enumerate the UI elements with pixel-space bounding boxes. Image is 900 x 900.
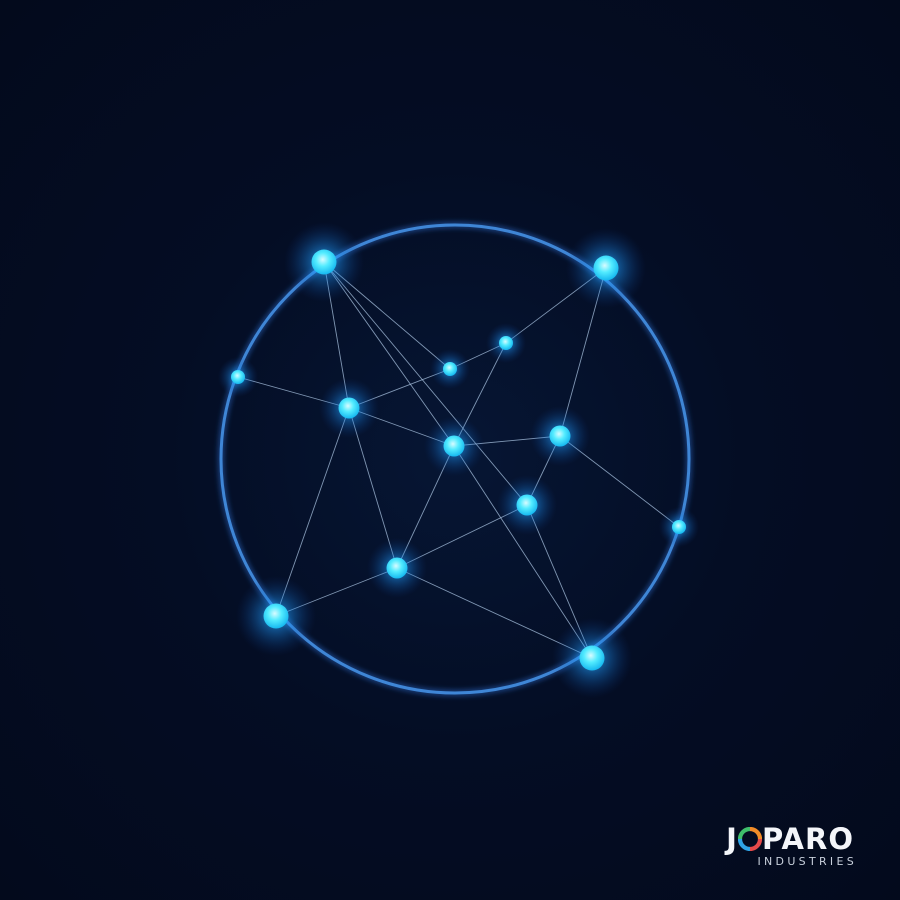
node-dot <box>593 255 619 281</box>
node-dot <box>549 425 571 447</box>
graph-node <box>552 618 632 698</box>
graph-node <box>497 475 557 535</box>
node-dot <box>499 336 513 350</box>
graph-node <box>319 378 379 438</box>
logo-wordmark: J PARO <box>726 824 854 854</box>
logo-o-ring-icon <box>737 826 763 852</box>
node-dot <box>579 645 605 671</box>
outer-ring <box>219 223 691 695</box>
graph-node <box>659 507 699 547</box>
graph-node <box>236 576 316 656</box>
node-dot <box>443 435 465 457</box>
logo-letter-a: A <box>781 822 805 856</box>
logo-letter-p: P <box>761 822 782 856</box>
graph-node <box>218 357 258 397</box>
logo-subtitle: INDUSTRIES <box>757 855 857 868</box>
node-dot <box>231 370 245 384</box>
node-dot <box>672 520 686 534</box>
node-dot <box>516 494 538 516</box>
logo-letter-j: J <box>726 822 738 856</box>
graph-node <box>486 323 526 363</box>
node-dot <box>263 603 289 629</box>
graph-node <box>566 228 646 308</box>
node-dot <box>311 249 337 275</box>
graph-node <box>430 349 470 389</box>
graph-node <box>530 406 590 466</box>
graph-node <box>367 538 427 598</box>
graph-edge <box>323 261 528 506</box>
joparo-logo: J PARO INDUSTRIES <box>726 824 854 868</box>
logo-letter-o-multicolor <box>737 822 763 856</box>
graph-node <box>284 222 364 302</box>
logo-letter-o: O <box>828 822 854 856</box>
logo-letter-r: R <box>805 822 829 856</box>
node-dot <box>386 557 408 579</box>
graph-edge <box>453 445 593 659</box>
graph-node <box>424 416 484 476</box>
node-dot <box>443 362 457 376</box>
node-dot <box>338 397 360 419</box>
